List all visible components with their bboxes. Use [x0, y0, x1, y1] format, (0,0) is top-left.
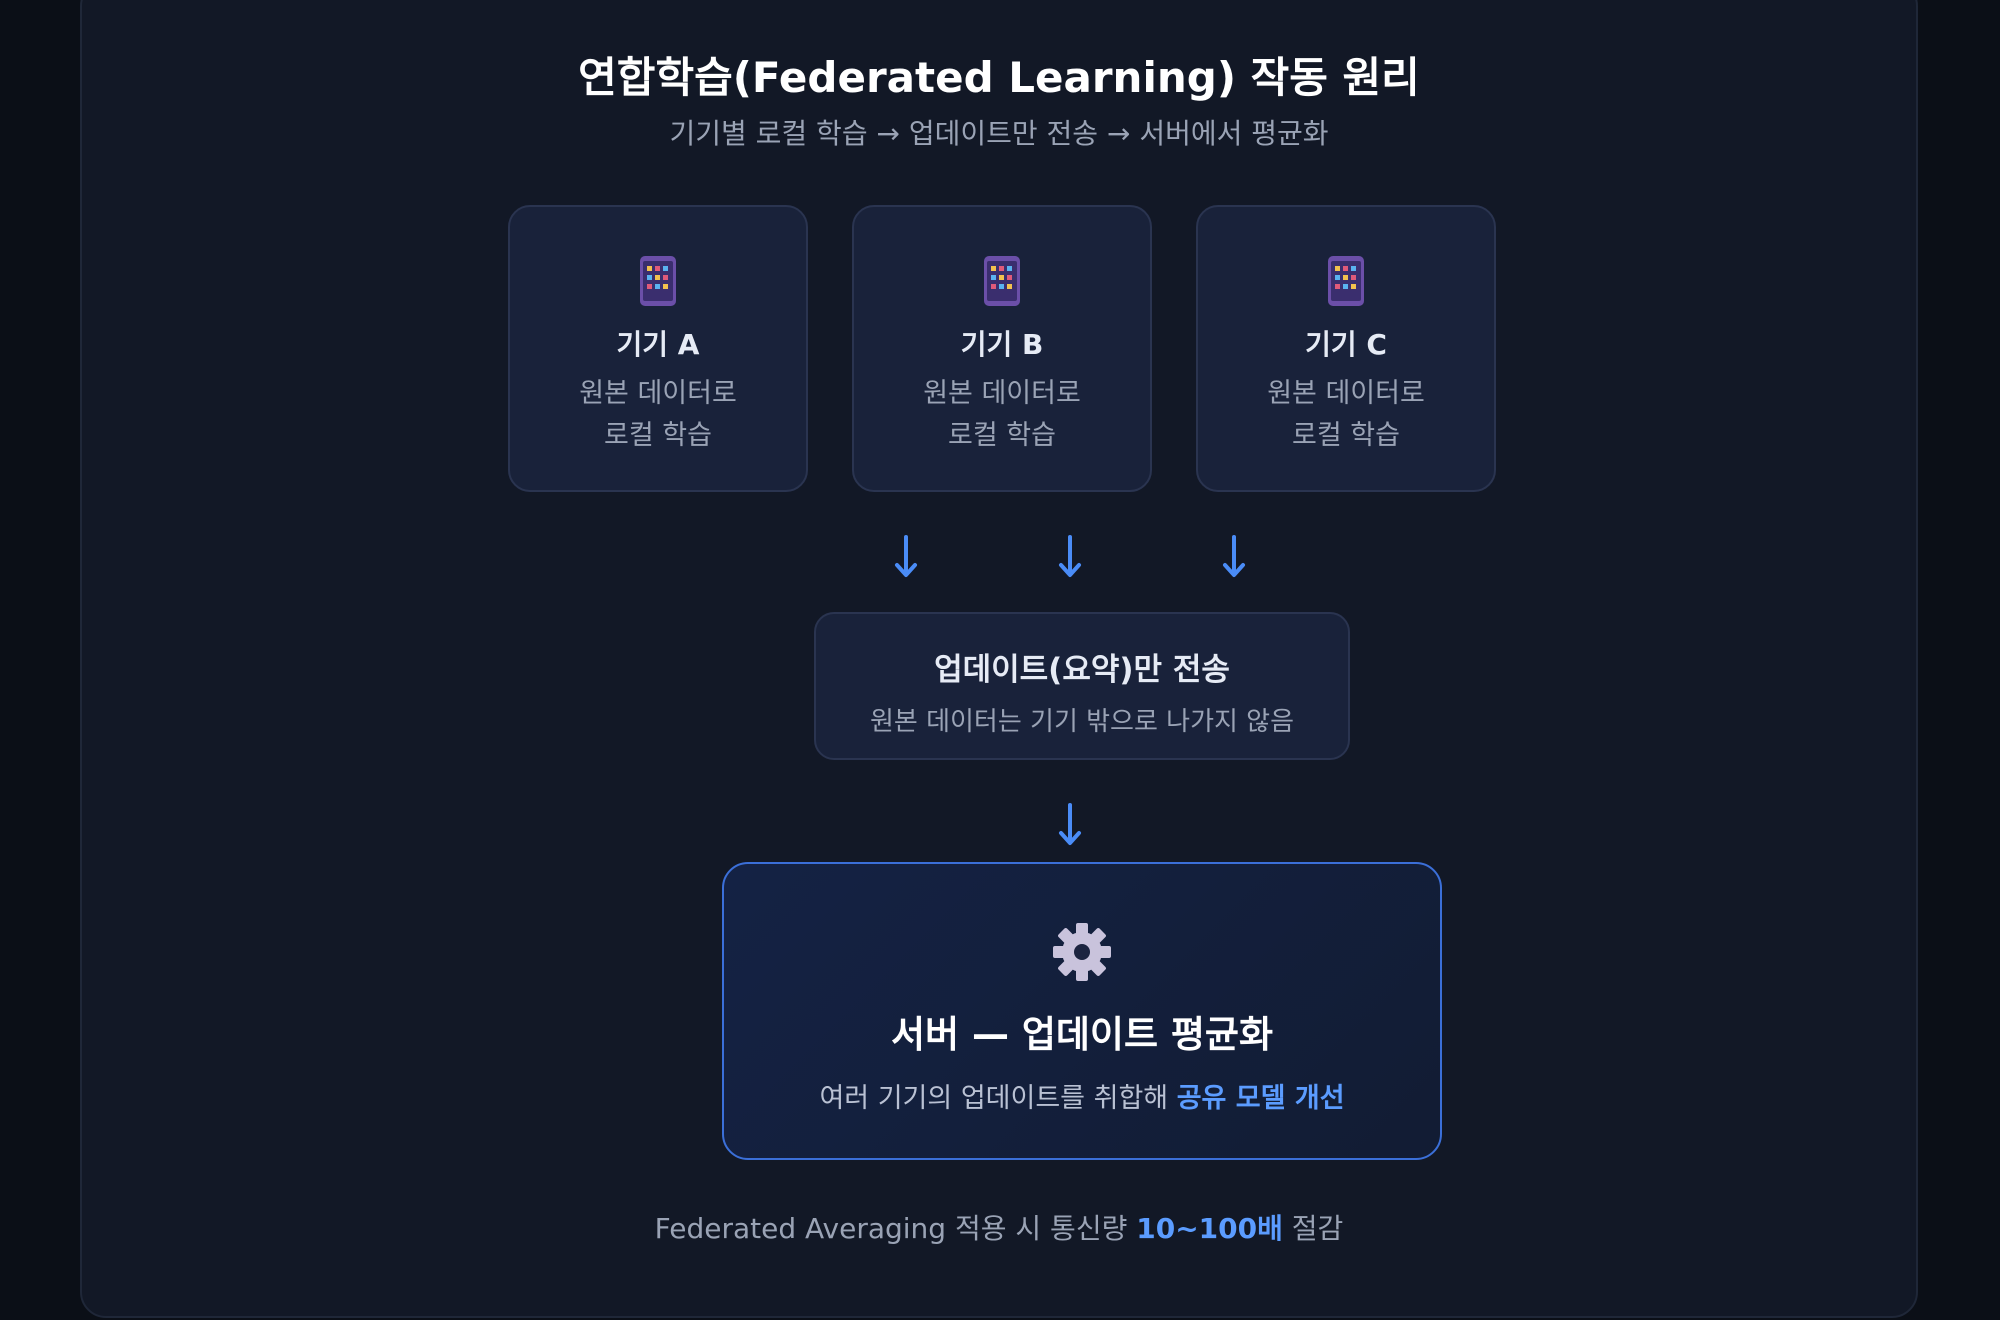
device-card-b: 기기 B 원본 데이터로 로컬 학습 — [852, 205, 1152, 492]
arrow-down-icon — [895, 535, 917, 577]
tablet-icon — [984, 256, 1020, 306]
footer-prefix: Federated Averaging 적용 시 통신량 — [654, 1212, 1137, 1245]
server-desc-highlight: 공유 모델 개선 — [1176, 1083, 1345, 1114]
page-title: 연합학습(Federated Learning) 작동 원리 — [578, 53, 1420, 102]
device-name: 기기 A — [616, 328, 700, 361]
device-desc-line2: 로컬 학습 — [604, 420, 712, 451]
footer-highlight: 10~100배 — [1136, 1212, 1283, 1245]
tablet-icon — [1328, 256, 1364, 306]
page-subtitle: 기기별 로컬 학습 → 업데이트만 전송 → 서버에서 평균화 — [669, 117, 1329, 150]
device-desc-line1: 원본 데이터로 — [923, 378, 1081, 409]
device-card-c: 기기 C 원본 데이터로 로컬 학습 — [1196, 205, 1496, 492]
arrow-down-icon — [1059, 535, 1081, 577]
device-name: 기기 B — [960, 328, 1044, 361]
device-desc-line2: 로컬 학습 — [948, 420, 1056, 451]
device-card-a: 기기 A 원본 데이터로 로컬 학습 — [508, 205, 808, 492]
device-name: 기기 C — [1305, 328, 1387, 361]
server-box: 서버 — 업데이트 평균화 여러 기기의 업데이트를 취합해 공유 모델 개선 — [722, 862, 1442, 1160]
diagram-panel: 연합학습(Federated Learning) 작동 원리 기기별 로컬 학습… — [80, 0, 1918, 1318]
tablet-icon — [640, 256, 676, 306]
gear-icon — [1053, 923, 1111, 981]
device-desc-line2: 로컬 학습 — [1292, 420, 1400, 451]
arrow-down-icon — [1223, 535, 1245, 577]
server-heading: 서버 — 업데이트 평균화 — [890, 1013, 1273, 1056]
update-summary-box: 업데이트(요약)만 전송 원본 데이터는 기기 밖으로 나가지 않음 — [814, 612, 1350, 760]
server-description: 여러 기기의 업데이트를 취합해 공유 모델 개선 — [724, 1076, 1440, 1115]
footer-suffix: 절감 — [1282, 1212, 1344, 1245]
footer-note: Federated Averaging 적용 시 통신량 10~100배 절감 — [82, 1207, 1916, 1247]
server-desc-prefix: 여러 기기의 업데이트를 취합해 — [819, 1083, 1177, 1114]
device-desc-line1: 원본 데이터로 — [579, 378, 737, 409]
update-description: 원본 데이터는 기기 밖으로 나가지 않음 — [869, 707, 1295, 737]
arrow-down-icon — [1059, 803, 1081, 845]
device-desc-line1: 원본 데이터로 — [1267, 378, 1425, 409]
update-heading: 업데이트(요약)만 전송 — [934, 652, 1230, 688]
